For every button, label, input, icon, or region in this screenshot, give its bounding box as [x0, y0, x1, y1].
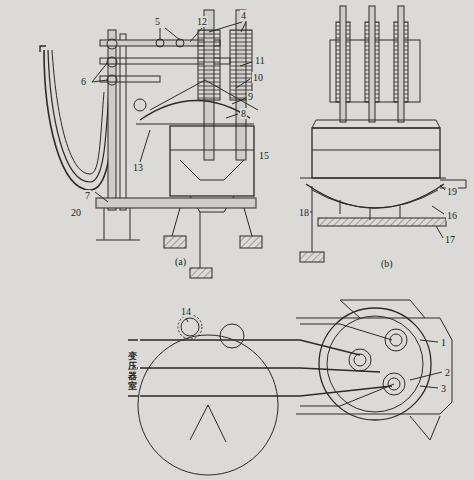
callout-number: 13 [132, 162, 144, 173]
callout-number: 12 [196, 16, 208, 27]
callout-number: 10 [252, 72, 264, 83]
callout-number: 7 [84, 190, 91, 201]
callout-number: 19 [446, 186, 458, 197]
callout-number: 17 [444, 234, 456, 245]
callout-number: 16 [446, 210, 458, 221]
callout-number: 11 [254, 55, 266, 66]
callout-number: 15 [258, 150, 270, 161]
room-label: 变压器室 [128, 352, 137, 392]
callout-number: 20 [70, 207, 82, 218]
callout-number: 1 [440, 337, 447, 348]
callout-number: 9 [247, 91, 254, 102]
callout-number: 6 [80, 76, 87, 87]
callout-number: 8 [240, 108, 247, 119]
callout-number: (b) [380, 258, 394, 269]
callout-number: 3 [440, 383, 447, 394]
callout-number: 4 [240, 10, 247, 21]
callout-number: 2 [444, 367, 451, 378]
callout-number: 18 [298, 207, 310, 218]
callout-number: 14 [180, 306, 192, 317]
callout-number: 5 [154, 16, 161, 27]
callout-number: (a) [174, 256, 187, 267]
